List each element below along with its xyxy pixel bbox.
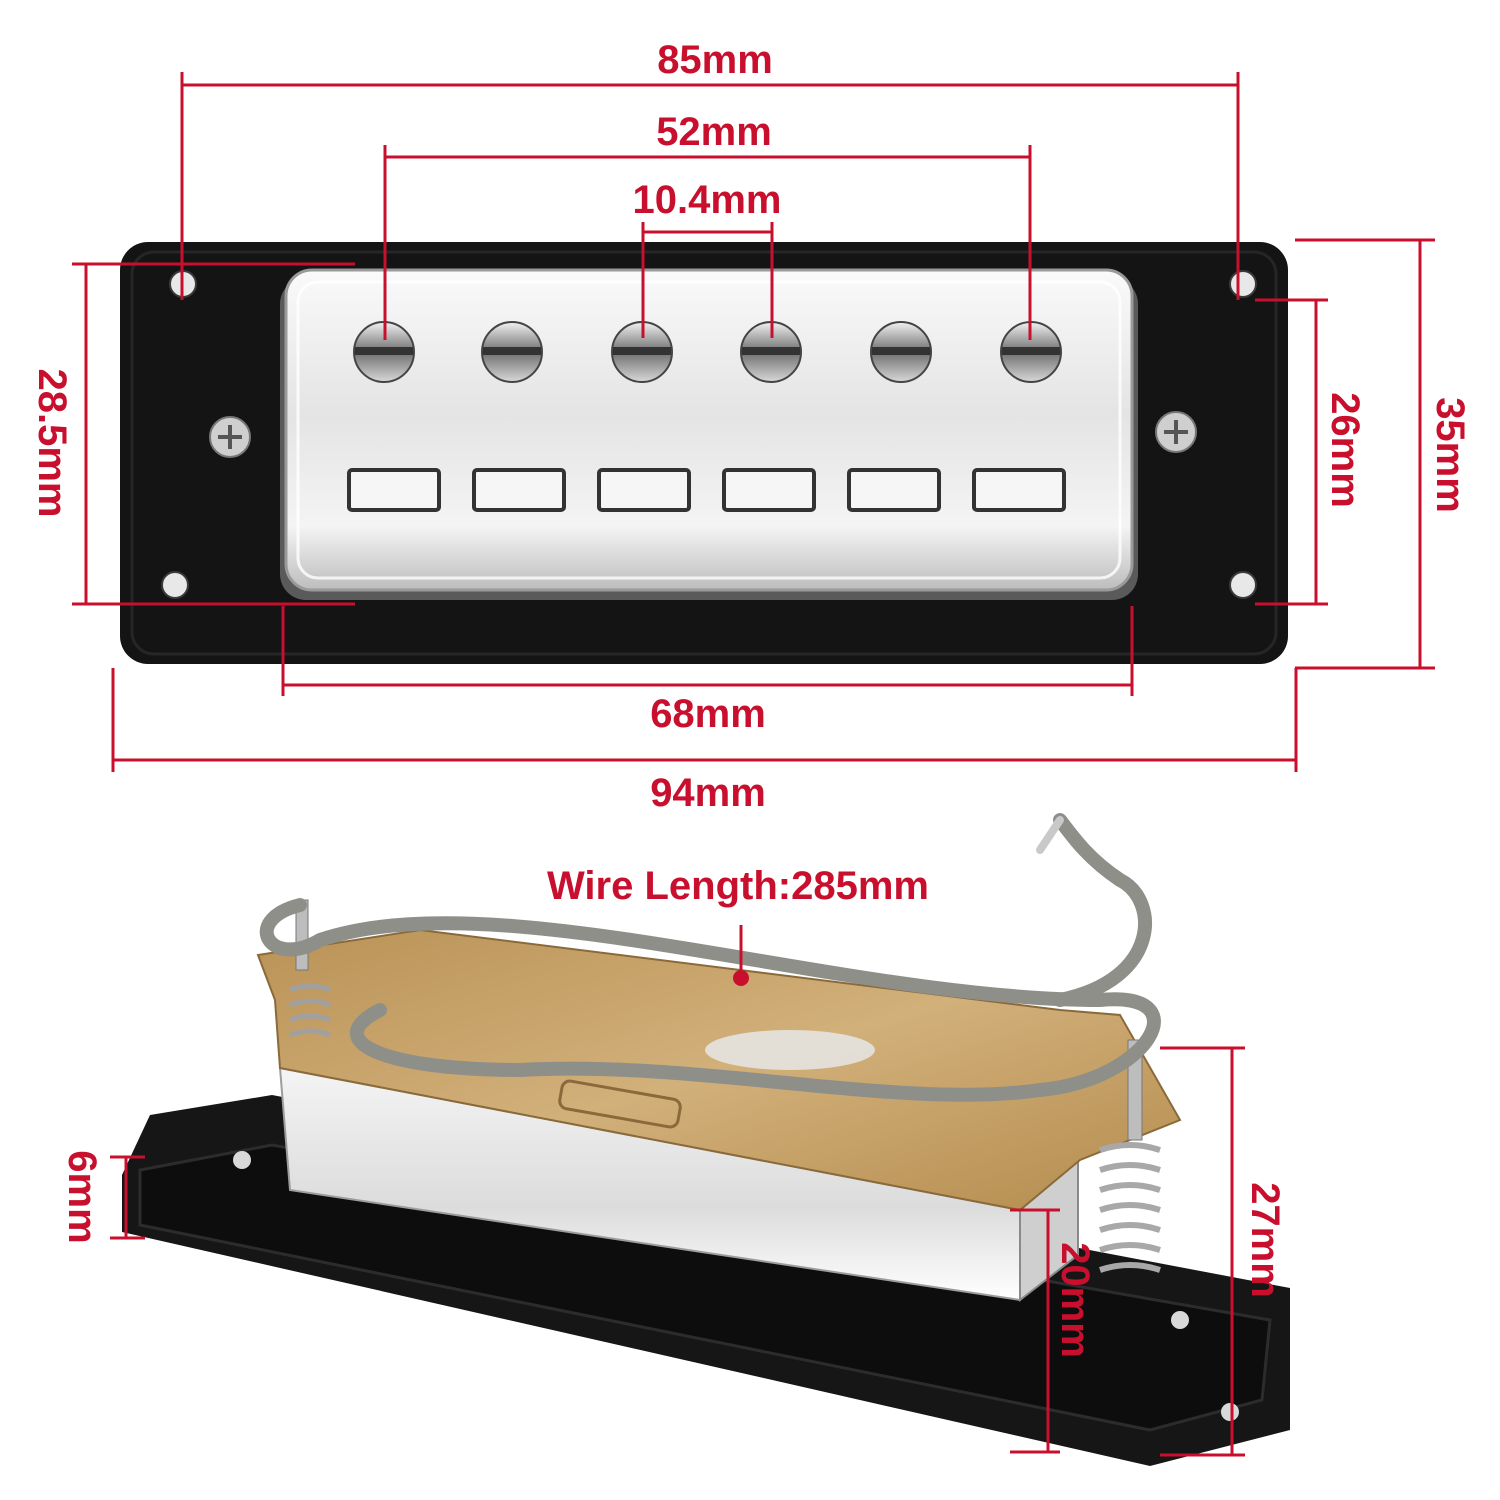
dim-94mm-line	[111, 668, 1298, 772]
pole-screw	[870, 321, 932, 383]
mount-hole	[1229, 270, 1257, 298]
height-spring-right	[1099, 1142, 1161, 1273]
pole-screw	[481, 321, 543, 383]
dim-10-4mm-line	[641, 222, 774, 338]
label-wire-length: Wire Length:285mm	[547, 864, 929, 908]
dim-35mm-line	[1295, 238, 1435, 670]
mount-hole	[161, 571, 189, 599]
dim-28-5mm-line	[72, 262, 355, 606]
label-26mm: 26mm	[1323, 392, 1367, 508]
wire-pointer-dot	[733, 970, 749, 986]
dim-20mm-line	[1010, 1208, 1060, 1454]
blade-slug	[722, 468, 816, 512]
mount-hole	[1229, 571, 1257, 599]
height-spring-left	[289, 983, 331, 1038]
label-6mm: 6mm	[60, 1150, 104, 1244]
blade-slugs	[347, 468, 1066, 512]
label-10-4mm: 10.4mm	[632, 178, 782, 222]
label-28-5mm: 28.5mm	[30, 368, 74, 518]
label-35mm: 35mm	[1428, 397, 1472, 513]
side-view	[122, 813, 1290, 1466]
label-20mm: 20mm	[1053, 1242, 1097, 1358]
dim-26mm-line	[1255, 298, 1328, 606]
mount-holes	[161, 270, 1257, 599]
side-mount-hole	[1171, 1311, 1189, 1329]
blade-slug	[972, 468, 1066, 512]
pole-pieces	[353, 321, 1062, 383]
blade-slug	[472, 468, 566, 512]
ring-screw-right	[1155, 411, 1197, 453]
blade-slug	[847, 468, 941, 512]
dimension-lines	[72, 72, 1435, 1457]
pole-screw	[1000, 321, 1062, 383]
label-94mm: 94mm	[650, 771, 766, 815]
side-mount-hole	[1221, 1403, 1239, 1421]
ring-screw-left	[209, 416, 251, 458]
dim-68mm-line	[281, 606, 1134, 696]
dim-85mm-line	[180, 72, 1240, 300]
pickup-wire	[259, 813, 1161, 1102]
mounting-ring-inner-edge	[130, 250, 1278, 656]
blade-slug	[347, 468, 441, 512]
side-mount-hole	[233, 1151, 251, 1169]
chrome-cover	[284, 268, 1134, 592]
blade-slug	[597, 468, 691, 512]
dim-27mm-line	[1160, 1046, 1245, 1457]
dim-52mm-line	[383, 145, 1032, 340]
label-52mm: 52mm	[656, 110, 772, 154]
dim-6mm-line	[110, 1155, 145, 1240]
top-view	[120, 242, 1288, 664]
label-27mm: 27mm	[1243, 1182, 1287, 1298]
label-68mm: 68mm	[650, 692, 766, 736]
label-85mm: 85mm	[657, 38, 773, 82]
